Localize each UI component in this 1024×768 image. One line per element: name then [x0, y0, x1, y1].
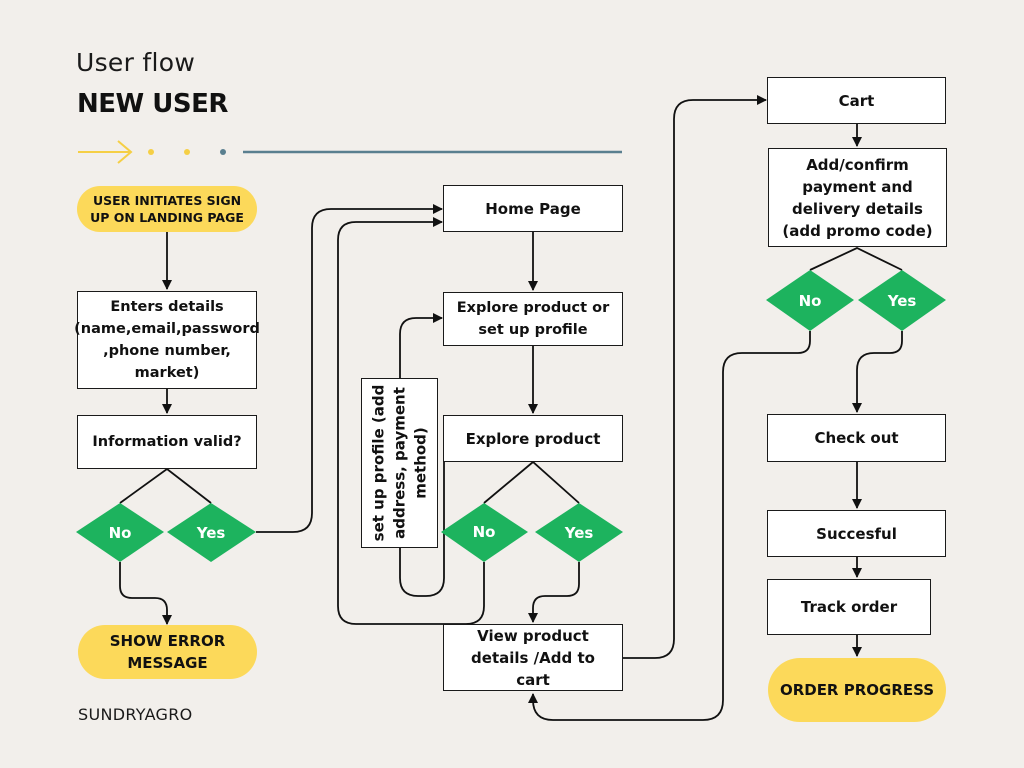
decision-explore-yes-label: Yes: [564, 524, 594, 542]
enter-details-box: Enters details (name,email,password ,pho…: [74, 291, 260, 389]
decision-explore-no-label: No: [473, 523, 496, 541]
connector-no-error: [119, 562, 172, 625]
explore-or-profile-box: Explore product or set up profile: [443, 292, 623, 346]
decision-valid-yes-label: Yes: [196, 524, 226, 542]
connector-payment-branch: [809, 247, 903, 271]
setup-profile-box: set up profile (add address, payment met…: [361, 378, 438, 548]
connector-yes-view: [528, 562, 580, 623]
page-subtitle: User flow: [76, 48, 196, 77]
decorative-rule: [78, 140, 622, 164]
decision-valid-yes: Yes: [167, 503, 256, 562]
connector-pay-yes-checkout: [852, 331, 903, 413]
connector-profile-loop: [399, 462, 445, 597]
decision-explore-no: No: [441, 503, 528, 562]
connector-no-loop-home: [337, 217, 485, 625]
home-page-box: Home Page: [443, 185, 623, 232]
cart-box: Cart: [767, 77, 946, 124]
brand-name: SUNDRYAGRO: [78, 705, 193, 724]
checkout-box: Check out: [767, 414, 946, 462]
decision-explore-yes: Yes: [535, 503, 623, 562]
connector-profile-back: [399, 313, 443, 378]
info-valid-box: Information valid?: [77, 415, 257, 469]
error-pill: SHOW ERROR MESSAGE: [78, 625, 257, 679]
explore-product-box: Explore product: [443, 415, 623, 462]
setup-profile-label: set up profile (add address, payment met…: [369, 384, 429, 542]
success-box: Succesful: [767, 510, 946, 557]
decision-pay-no: No: [766, 270, 854, 331]
payment-box: Add/confirm payment and delivery details…: [768, 148, 947, 247]
order-progress-pill: ORDER PROGRESS: [768, 658, 946, 722]
decision-pay-yes-label: Yes: [887, 292, 917, 310]
track-order-box: Track order: [767, 579, 931, 635]
decision-pay-no-label: No: [799, 292, 822, 310]
connector-valid-branch: [119, 467, 212, 504]
decision-valid-no-label: No: [109, 524, 132, 542]
connector-pay-no-view: [528, 331, 811, 721]
connector-explore-branch: [483, 460, 580, 504]
decision-pay-yes: Yes: [858, 270, 946, 331]
start-pill: USER INITIATES SIGN UP ON LANDING PAGE: [77, 186, 257, 232]
connector-yes-home: [256, 204, 443, 533]
decision-valid-no: No: [76, 503, 164, 562]
page-title: NEW USER: [77, 89, 228, 119]
connector-view-cart: [623, 95, 767, 659]
view-details-box: View product details /Add to cart: [443, 624, 623, 691]
